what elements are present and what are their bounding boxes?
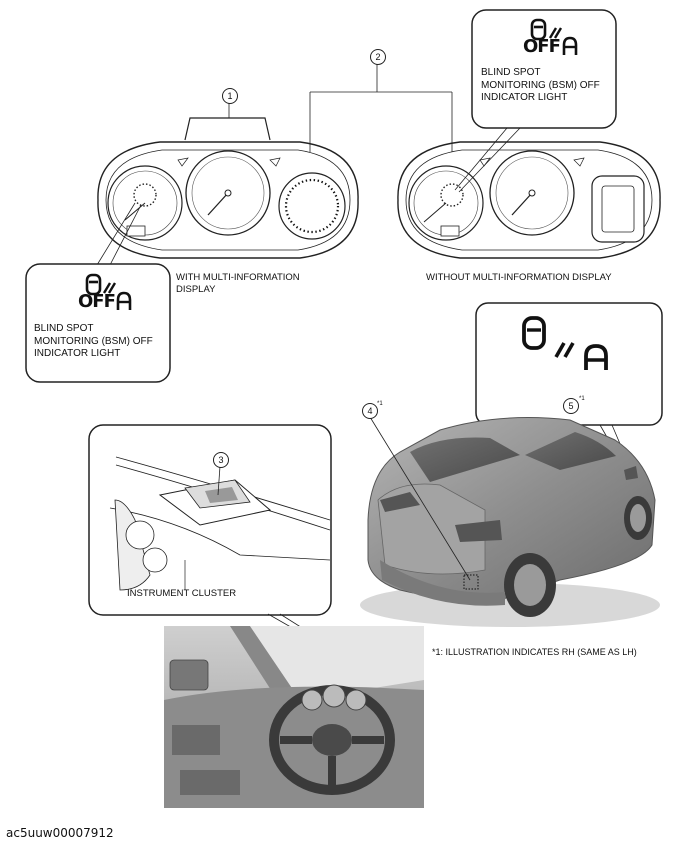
callout-number-3: 3	[213, 452, 229, 468]
instrument-cluster-with-mid	[97, 117, 359, 259]
bsm-callout-top-box	[471, 9, 617, 129]
bsm-left-line2: MONITORING (BSM) OFF	[34, 335, 153, 347]
bsm-top-line3: INDICATOR LIGHT	[481, 92, 568, 103]
callout-leaders	[96, 63, 521, 266]
bsm-left-line3: INDICATOR LIGHT	[34, 348, 121, 359]
bsm-callout-left-label: BLIND SPOT MONITORING (BSM) OFF INDICATO…	[34, 323, 153, 361]
bsm-off-text-left: OFF	[78, 291, 116, 312]
callout-4-superscript: *1	[377, 401, 383, 407]
bsm-off-text-top: OFF	[523, 36, 561, 57]
bsm-left-line1: BLIND SPOT	[34, 323, 94, 334]
cluster-without-mid-caption: WITHOUT MULTI-INFORMATION DISPLAY	[426, 272, 612, 283]
footnote: *1: ILLUSTRATION INDICATES RH (SAME AS L…	[432, 647, 637, 657]
bsm-off-icon-top	[530, 18, 578, 55]
instrument-cluster-callout	[88, 424, 332, 616]
cluster-with-mid-line1: WITH MULTI-INFORMATION	[176, 272, 300, 283]
bsm-off-icon-left	[85, 273, 132, 310]
image-code: ac5uuw00007912	[6, 826, 114, 840]
instrument-cluster-without-mid	[397, 141, 661, 259]
instrument-cluster-label: INSTRUMENT CLUSTER	[127, 588, 237, 599]
cluster-with-mid-line2: DISPLAY	[176, 284, 216, 295]
bsm-callout-left-box	[25, 263, 171, 383]
callout-number-5: 5	[563, 398, 579, 414]
callout-number-1: 1	[222, 88, 238, 104]
cluster-with-mid-caption: WITH MULTI-INFORMATION DISPLAY	[176, 272, 300, 296]
callout-5-superscript: *1	[579, 396, 585, 402]
bsm-top-line1: BLIND SPOT	[481, 67, 541, 78]
interior-illustration	[164, 626, 424, 808]
bsm-warning-icon	[522, 316, 608, 370]
bsm-callout-top-label: BLIND SPOT MONITORING (BSM) OFF INDICATO…	[481, 67, 600, 105]
callout-number-4: 4	[362, 403, 378, 419]
vehicle-illustration	[360, 417, 660, 627]
bsm-top-line2: MONITORING (BSM) OFF	[481, 79, 600, 91]
callout-number-2: 2	[370, 49, 386, 65]
